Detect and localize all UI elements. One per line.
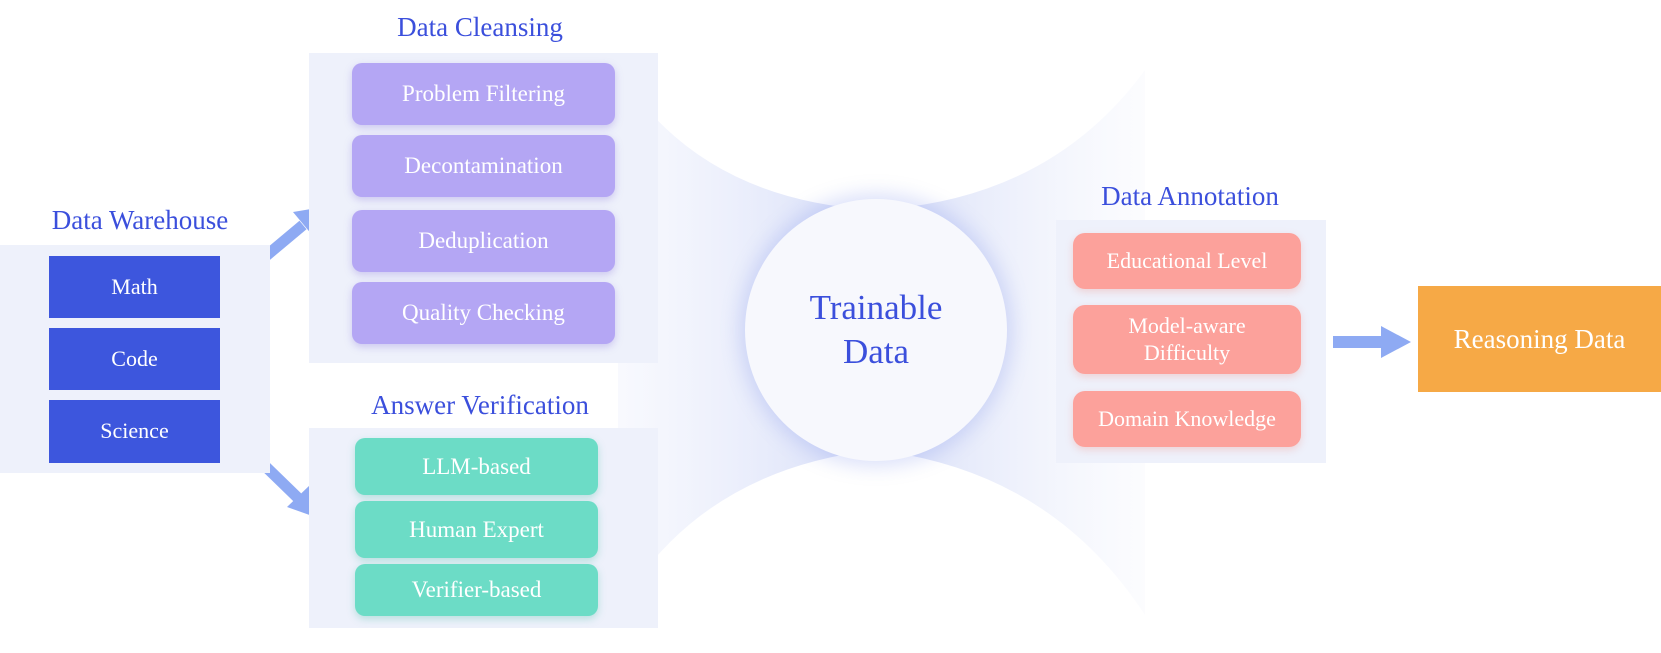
funnel-glow-right: [875, 70, 1145, 615]
cleansing-item-quality-checking: Quality Checking: [352, 282, 615, 344]
verification-title: Answer Verification: [371, 390, 589, 420]
annotation-title: Data Annotation: [1101, 181, 1279, 211]
annotation-item-model-aware-difficulty: Model-aware Difficulty: [1073, 305, 1301, 374]
reasoning-data-box: Reasoning Data: [1418, 286, 1661, 392]
annotation-item-domain-knowledge: Domain Knowledge: [1073, 391, 1301, 447]
verification-item-human-expert: Human Expert: [355, 501, 598, 558]
warehouse-item-science: Science: [49, 400, 220, 463]
cleansing-item-deduplication: Deduplication: [352, 210, 615, 272]
warehouse-item-math: Math: [49, 256, 220, 318]
annotation-item-educational-level: Educational Level: [1073, 233, 1301, 289]
verification-item-llm-based: LLM-based: [355, 438, 598, 495]
cleansing-title: Data Cleansing: [397, 12, 563, 42]
warehouse-title: Data Warehouse: [51, 205, 229, 235]
warehouse-item-code: Code: [49, 328, 220, 390]
verification-item-verifier-based: Verifier-based: [355, 564, 598, 616]
cleansing-item-decontamination: Decontamination: [352, 135, 615, 197]
cleansing-item-problem-filtering: Problem Filtering: [352, 63, 615, 125]
arrow-to-output: [1333, 326, 1411, 358]
trainable-data-circle: Trainable Data: [745, 199, 1007, 461]
